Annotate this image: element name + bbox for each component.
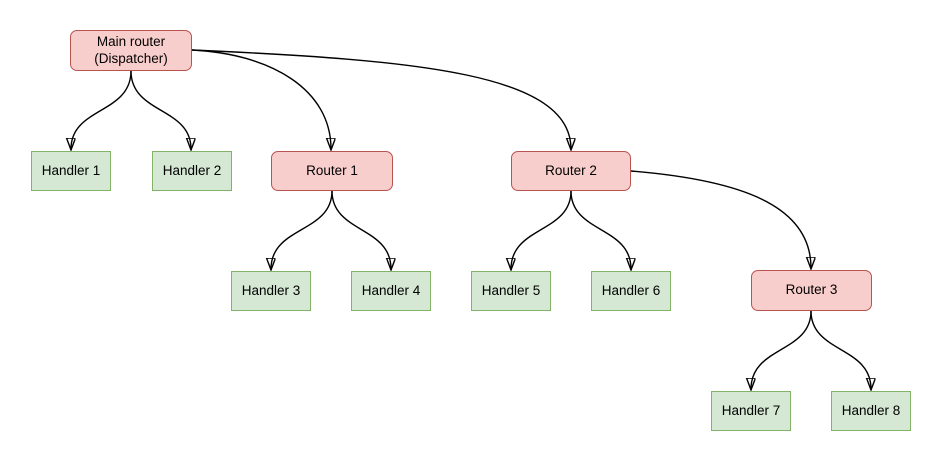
edge-router2-to-handler5 [511,190,572,269]
edge-main-to-handler1 [71,70,132,149]
node-handler-6[interactable]: Handler 6 [591,271,671,311]
edge-router3-to-handler8 [810,310,871,389]
node-handler-4[interactable]: Handler 4 [351,271,431,311]
node-main-router[interactable]: Main router (Dispatcher) [70,30,192,71]
node-handler-6-label: Handler 6 [601,282,661,298]
edge-router2-to-router3 [630,170,811,268]
edge-main-to-handler2 [130,70,191,149]
node-handler-1-label: Handler 1 [41,162,101,178]
edge-router1-to-handler4 [331,190,391,269]
edge-router3-to-handler7 [751,310,812,389]
node-router-1-label: Router 1 [306,162,358,178]
node-handler-3-label: Handler 3 [241,282,301,298]
node-router-2[interactable]: Router 2 [511,151,631,191]
edge-main-to-router2 [191,49,571,149]
node-handler-3[interactable]: Handler 3 [231,271,311,311]
node-handler-2[interactable]: Handler 2 [152,151,232,191]
edge-router1-to-handler3 [271,190,333,269]
node-router-2-label: Router 2 [545,162,597,178]
edge-main-to-router1 [191,49,331,149]
node-handler-7[interactable]: Handler 7 [711,391,791,431]
node-handler-2-label: Handler 2 [162,162,222,178]
node-handler-5-label: Handler 5 [481,282,541,298]
node-router-1[interactable]: Router 1 [271,151,393,191]
node-handler-4-label: Handler 4 [361,282,421,298]
node-handler-5[interactable]: Handler 5 [471,271,551,311]
node-handler-1[interactable]: Handler 1 [31,151,111,191]
node-router-3[interactable]: Router 3 [751,270,872,311]
node-main-router-label-line2: (Dispatcher) [94,50,168,66]
node-router-3-label: Router 3 [785,282,838,298]
node-handler-8-label: Handler 8 [841,402,901,418]
node-handler-7-label: Handler 7 [721,402,781,418]
edge-router2-to-handler6 [570,190,631,269]
node-handler-8[interactable]: Handler 8 [831,391,911,431]
node-main-router-label-line1: Main router [96,33,166,49]
